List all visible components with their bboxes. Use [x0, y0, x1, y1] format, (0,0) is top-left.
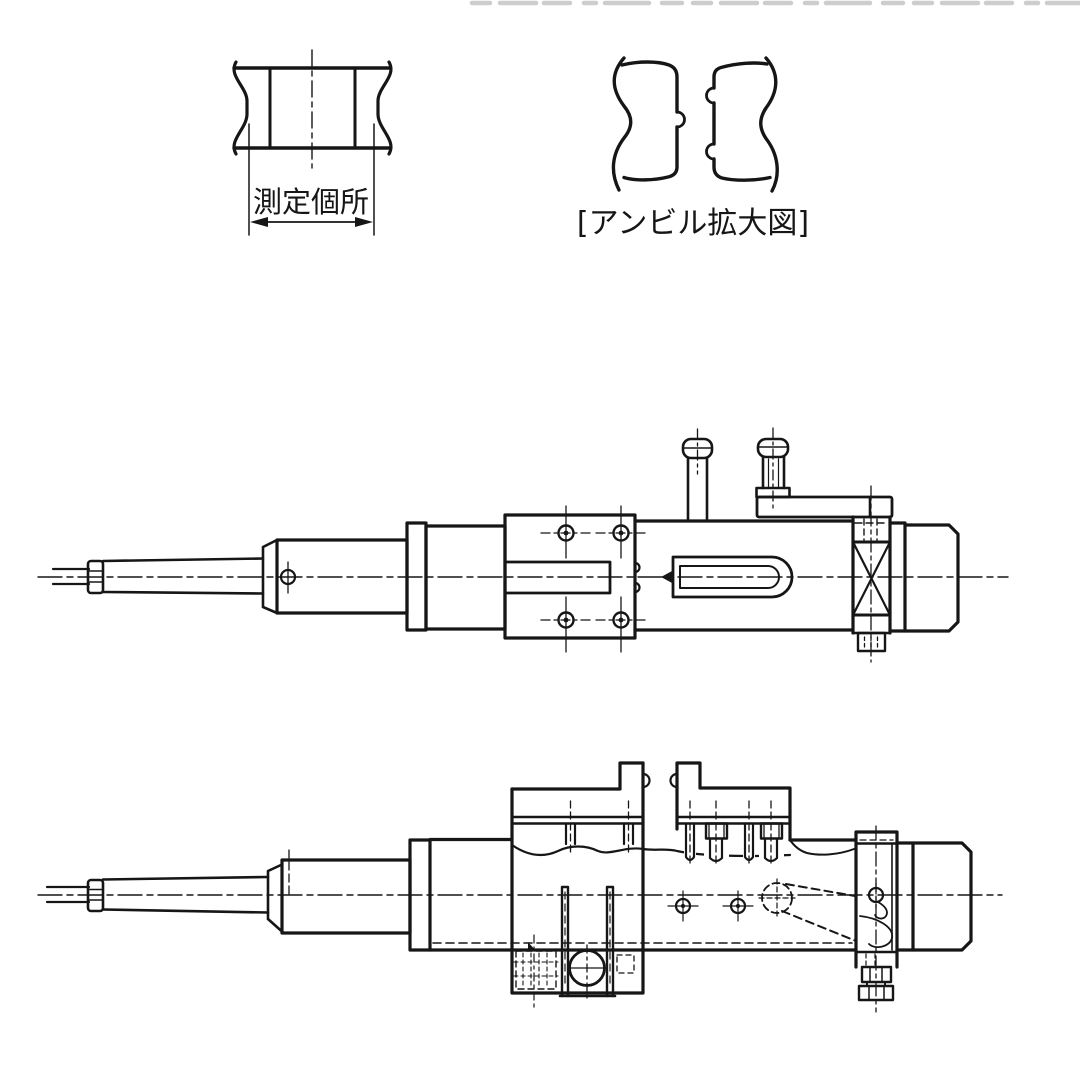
tv-right-block [669, 761, 792, 868]
anvil-left-bump [675, 110, 686, 129]
sv-spindle [101, 557, 265, 595]
sv-rod-tip [51, 567, 91, 586]
tv-nose [266, 863, 284, 933]
sv-slot-band [503, 560, 612, 595]
sv-block-bumps [633, 561, 641, 594]
sv-slot-outer [671, 555, 794, 599]
anvil-right-bumps [705, 86, 716, 161]
tv-cylinder [280, 858, 412, 935]
tv-hidden-mech [513, 934, 635, 1009]
tv-spindle [101, 875, 270, 914]
tv-holes [667, 890, 754, 922]
sv-nose [261, 538, 279, 615]
tv-hex-cap [86, 878, 105, 913]
spool-side-right [376, 60, 393, 156]
tv-clamp-band [854, 825, 899, 1013]
tv-carriage [510, 761, 651, 995]
sv-hex-cap-lines [87, 570, 104, 583]
side-view [37, 427, 1009, 663]
sv-slot-inner [679, 565, 780, 589]
sv-clamp-band [851, 485, 892, 663]
tv-body-seg [895, 841, 915, 952]
tv-housing [558, 885, 617, 1000]
measure-point-label: 測定個所 [253, 185, 369, 219]
spool-side-left [232, 60, 249, 156]
sv-block [503, 513, 637, 640]
tv-hex-cap-lines [87, 888, 104, 901]
anvil-left-body [620, 60, 679, 182]
tv-rod-tip [45, 885, 91, 904]
sv-hex-cap [86, 559, 105, 595]
top-view [37, 761, 1003, 1013]
anvil-enlarged-label: [アンビル拡大図] [577, 206, 809, 241]
extension-lines [248, 123, 375, 236]
anvil-detail: [アンビル拡大図] [577, 56, 809, 241]
sv-slot-tip [661, 570, 673, 584]
sv-arm [755, 495, 894, 519]
tv-end-cap [911, 841, 973, 952]
sv-left-post [681, 428, 714, 523]
spool-inner-lines [268, 66, 357, 150]
anvil-right-scurve [759, 56, 779, 193]
tv-fillet [789, 839, 855, 856]
sv-body [633, 519, 907, 633]
anvil-right-body [712, 61, 772, 182]
sv-end-cap [903, 523, 960, 633]
anvil-left-scurve [611, 56, 633, 192]
tv-hidden-lever [758, 878, 857, 942]
sv-screws [540, 505, 647, 653]
spool-detail: 測定個所 [232, 49, 393, 236]
tv-body-wave [510, 843, 792, 858]
tv-collar [408, 838, 432, 952]
